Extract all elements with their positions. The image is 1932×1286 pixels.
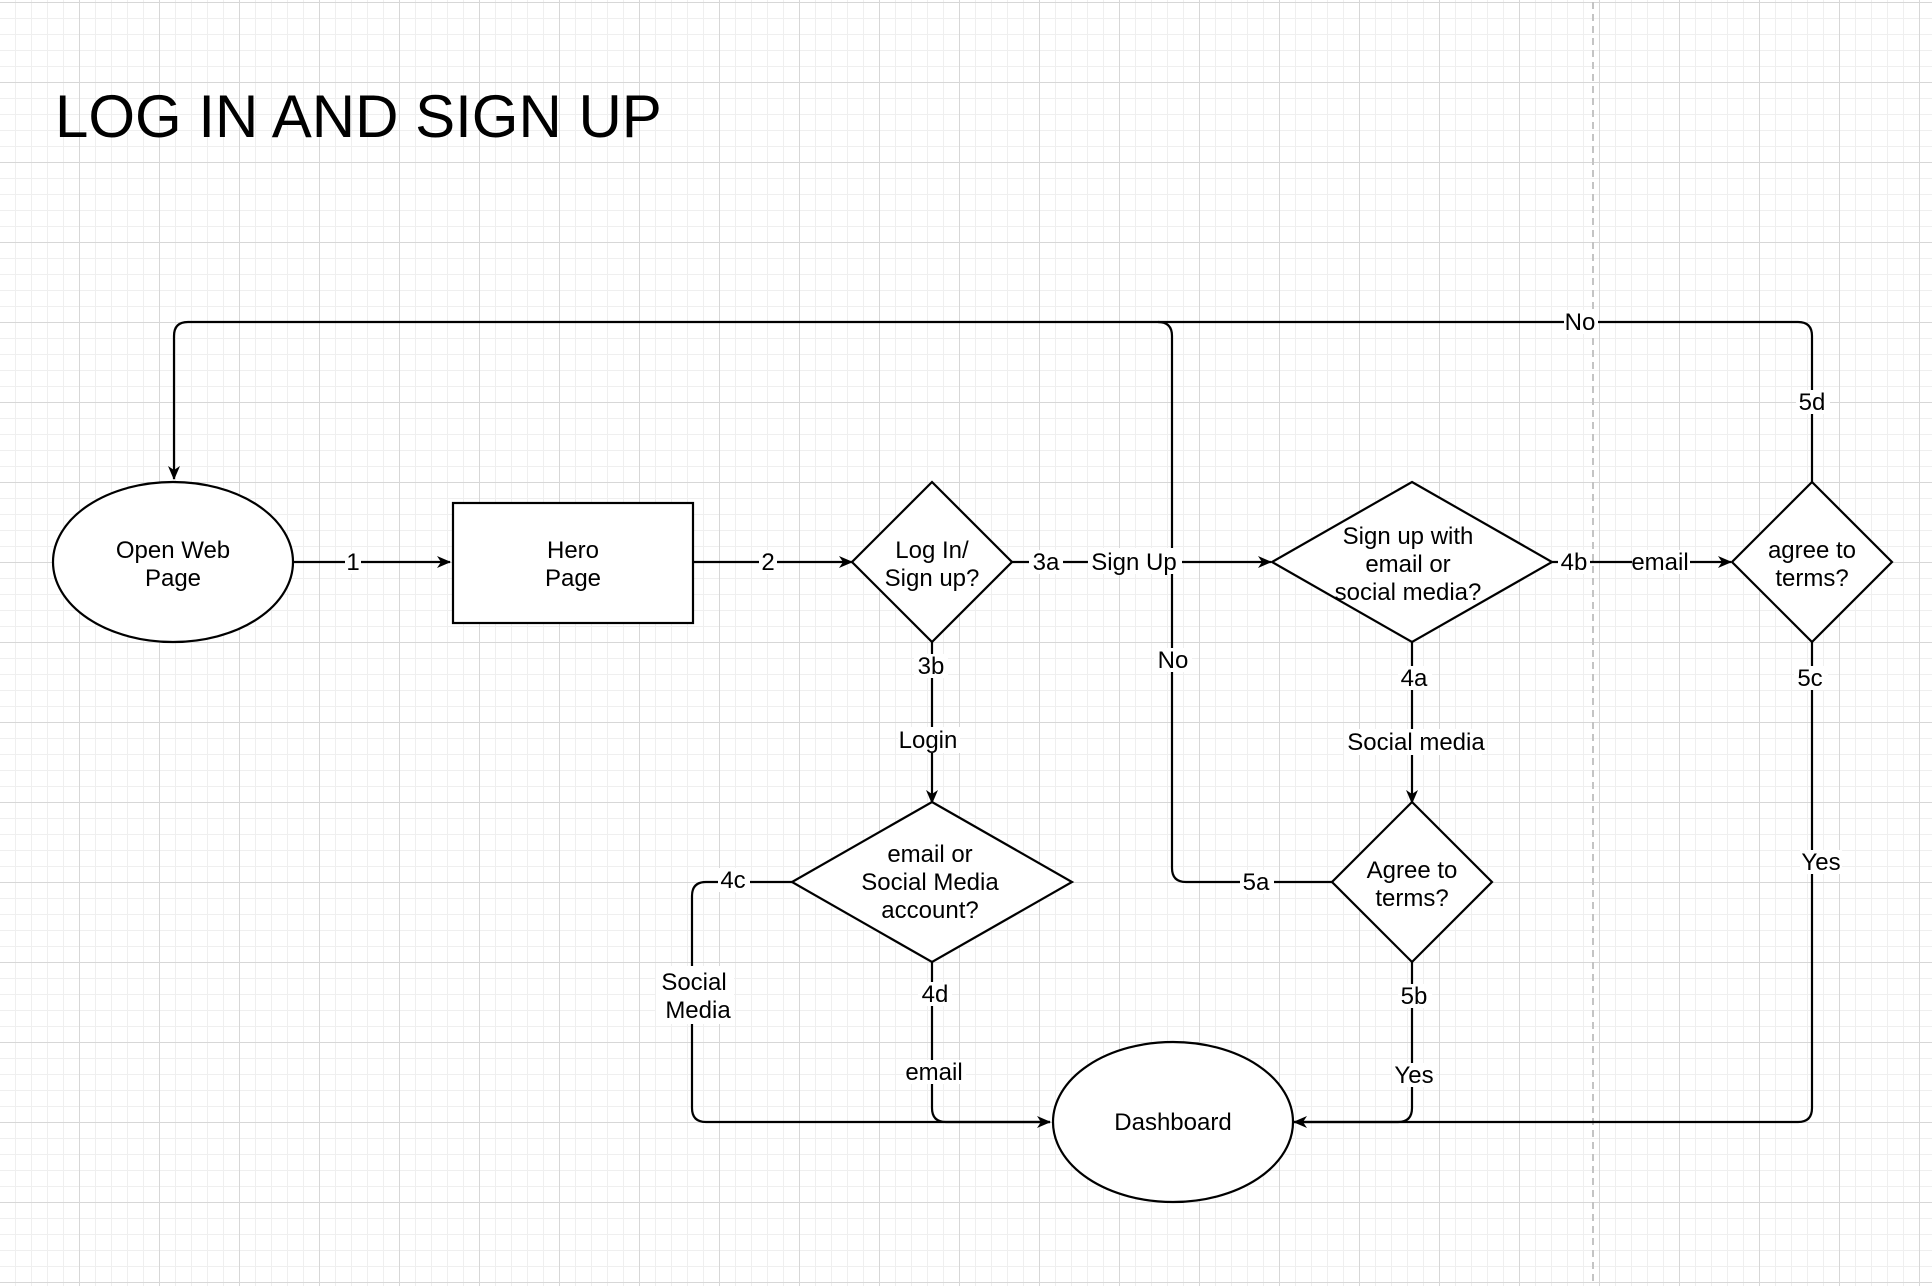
label-bg	[1240, 870, 1274, 894]
label-bg	[1398, 666, 1432, 690]
label-bg	[1398, 984, 1432, 1008]
node-label-line: terms?	[1775, 565, 1848, 592]
label-bg	[1794, 666, 1828, 690]
edge-label-yes-right: Yes	[1801, 849, 1840, 876]
node-label-line: Agree to	[1367, 857, 1458, 884]
label-bg	[1029, 550, 1063, 574]
node-open-web-page[interactable]: Open Web Page	[51, 480, 295, 644]
edge-label-email-bottom: email	[905, 1059, 962, 1086]
edge-4d-email[interactable]	[930, 962, 1050, 1124]
edge-5c-yes[interactable]	[1293, 642, 1814, 1128]
edge-label-login: Login	[899, 727, 958, 754]
node-label-line: account?	[881, 897, 978, 924]
label-bg	[1344, 729, 1482, 755]
label-bg	[898, 727, 960, 753]
diamond-shape	[1330, 800, 1494, 964]
node-label-line: agree to	[1768, 537, 1856, 564]
label-bg	[759, 550, 777, 574]
label-bg	[1564, 310, 1598, 334]
edge-label-1: 1	[346, 549, 359, 576]
edge-label-5d: 5d	[1799, 389, 1826, 416]
edge-label-3a: 3a	[1033, 549, 1060, 576]
label-bg	[718, 868, 750, 892]
label-bg	[656, 966, 734, 1024]
edge-label-social-media-left: Media	[665, 997, 731, 1024]
ellipse-shape	[51, 480, 295, 644]
edge-label-no-mid: No	[1158, 647, 1189, 674]
node-hero-page[interactable]: Hero Page	[451, 501, 695, 625]
edge-5a-no[interactable]	[1157, 320, 1332, 884]
edge-label-email-top: email	[1631, 549, 1688, 576]
edge-label-social-media-left: Social	[661, 969, 726, 996]
diamond-shape	[1269, 480, 1555, 644]
node-label-line: Hero	[547, 537, 599, 564]
node-label-line: email or	[887, 841, 972, 868]
node-label-line: Sign up?	[885, 565, 980, 592]
node-agree-terms-social-decision[interactable]: Agree to terms?	[1330, 800, 1494, 964]
node-label-line: Social Media	[861, 869, 999, 896]
node-label-line: Open Web	[116, 537, 230, 564]
edge-label-3b: 3b	[918, 653, 945, 680]
label-bg	[918, 982, 952, 1006]
edge-label-4d: 4d	[922, 981, 949, 1008]
edge-label-4b: 4b	[1561, 549, 1588, 576]
edge-label-5a: 5a	[1243, 869, 1270, 896]
node-label-line: email or	[1365, 551, 1450, 578]
edge-label-social-media: Social media	[1347, 729, 1485, 756]
node-label-line: social media?	[1335, 579, 1482, 606]
label-bg	[1154, 648, 1192, 672]
label-bg	[1796, 390, 1830, 414]
label-bg	[1392, 1063, 1436, 1087]
diamond-shape	[1730, 480, 1894, 644]
label-bg	[1632, 550, 1690, 574]
node-dashboard[interactable]: Dashboard	[1051, 1040, 1295, 1204]
node-label-line: Dashboard	[1114, 1109, 1231, 1136]
diagram-title: LOG IN AND SIGN UP	[55, 83, 662, 150]
rect-shape	[451, 501, 695, 625]
node-agree-terms-email-decision[interactable]: agree to terms?	[1730, 480, 1894, 644]
edge-5b-yes[interactable]	[1294, 962, 1414, 1124]
node-label-line: Page	[545, 565, 601, 592]
edge-label-4c: 4c	[720, 867, 745, 894]
edge-label-sign-up: Sign Up	[1091, 549, 1176, 576]
edge-label-2: 2	[761, 549, 774, 576]
node-login-method-decision[interactable]: email or Social Media account?	[789, 800, 1075, 964]
label-bg	[904, 1060, 966, 1084]
label-bg	[914, 654, 948, 678]
edge-label-4a: 4a	[1401, 665, 1428, 692]
node-label-line: Log In/	[895, 537, 969, 564]
label-bg	[1800, 850, 1842, 874]
node-label-line: terms?	[1375, 885, 1448, 912]
edge-label-yes-bottom: Yes	[1394, 1062, 1433, 1089]
ellipse-shape	[1051, 1040, 1295, 1204]
label-bg	[345, 550, 361, 574]
edge-label-5b: 5b	[1401, 983, 1428, 1010]
edge-label-5c: 5c	[1797, 665, 1822, 692]
edge-label-no-top: No	[1565, 309, 1596, 336]
diamond-shape	[850, 480, 1014, 644]
node-login-signup-decision[interactable]: Log In/ Sign up?	[850, 480, 1014, 644]
diamond-shape	[789, 800, 1075, 964]
node-signup-method-decision[interactable]: Sign up with email or social media?	[1269, 480, 1555, 644]
label-bg	[1558, 550, 1590, 574]
node-label-line: Sign up with	[1343, 523, 1474, 550]
edge-5d-no[interactable]	[168, 320, 1814, 482]
node-label-line: Page	[145, 565, 201, 592]
label-bg	[1088, 548, 1182, 574]
